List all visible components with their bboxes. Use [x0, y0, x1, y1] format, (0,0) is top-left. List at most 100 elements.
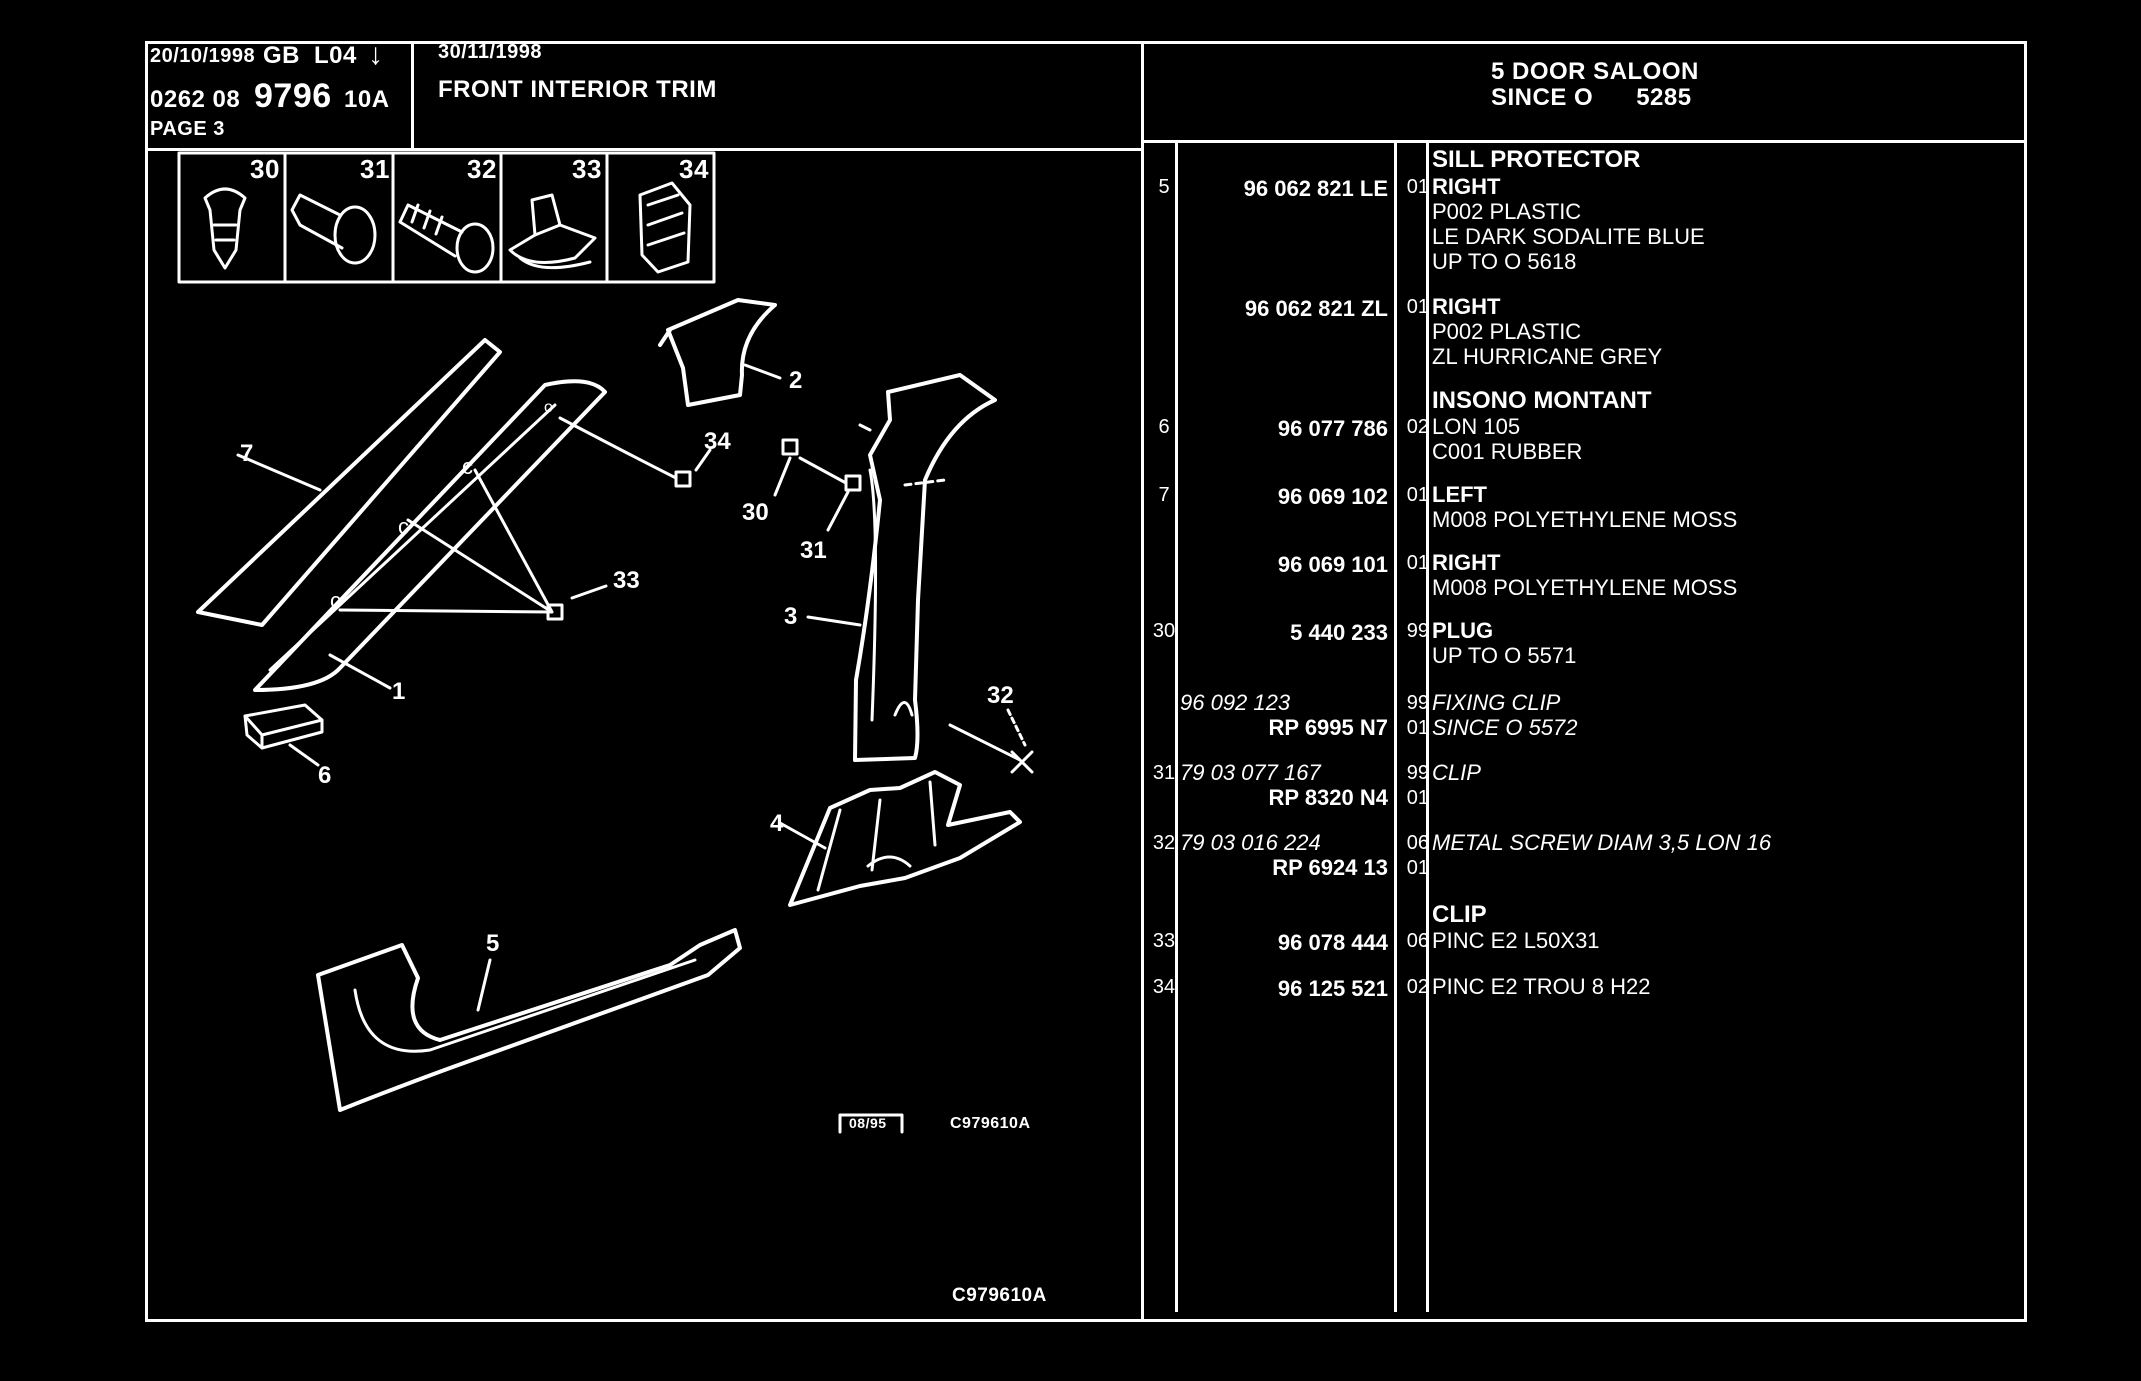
part-ref: 96 062 821 LE: [1243, 176, 1388, 201]
part-qty: 02: [1406, 976, 1429, 998]
part-qty: 01: [1406, 857, 1429, 879]
svg-text:c: c: [462, 454, 473, 479]
part-ref-old: 96 092 123: [1180, 690, 1291, 715]
part-qty: 02: [1406, 416, 1429, 438]
part-3-outline: [853, 373, 997, 762]
desc-line: M008 POLYETHYLENE MOSS: [1432, 575, 1738, 600]
callout-label: 7: [240, 440, 254, 467]
desc-line: LON 105: [1432, 414, 1521, 439]
section-title: CLIP: [1432, 901, 1487, 928]
svg-text:c: c: [330, 588, 341, 613]
section-title: INSONO MONTANT: [1432, 387, 1652, 414]
desc-line: RIGHT: [1432, 550, 1501, 575]
part-7-outline: [196, 338, 502, 627]
header-code: L04: [314, 42, 357, 69]
desc-line: UP TO O 5618: [1432, 249, 1577, 274]
part-index: 5: [1158, 176, 1170, 198]
part-ref: RP 6924 13: [1272, 855, 1388, 880]
screw-icon: [398, 203, 495, 274]
callout-label: 34: [704, 428, 731, 455]
svg-text:o: o: [544, 399, 553, 416]
part-ref: 96 077 786: [1277, 416, 1388, 441]
part-index: 33: [1152, 930, 1176, 952]
header-split: [411, 41, 414, 148]
header-lang: GB: [263, 42, 300, 69]
clip-icon: [508, 193, 597, 270]
model-line1: 5 DOOR SALOON: [1491, 58, 1699, 85]
callout-label: 1: [392, 678, 406, 705]
part-ref: RP 6995 N7: [1268, 715, 1388, 740]
model-line2: SINCE O 5285: [1491, 84, 1692, 111]
col-rule-3: [1426, 140, 1429, 1312]
part-index: 30: [1152, 620, 1176, 642]
section-heading: INSONO MONTANT: [1432, 388, 1652, 413]
part-desc: LON 105 C001 RUBBER: [1432, 414, 1582, 464]
header-ref-main: 9796: [254, 77, 332, 115]
stamp-date: 08/95: [849, 1115, 887, 1131]
fixing-clip-icon: [290, 193, 377, 265]
page-frame: [145, 41, 2027, 1322]
header-ref-suffix: 10A: [344, 86, 390, 113]
fastener-grid: [177, 151, 716, 284]
desc-line: PLUG: [1432, 618, 1494, 643]
desc-line: RIGHT: [1432, 294, 1501, 319]
desc-line: SINCE O 5572: [1432, 715, 1578, 740]
part-ref: 96 078 444: [1277, 930, 1388, 955]
part-2-outline: [658, 298, 777, 407]
fastener-label: 34: [679, 154, 709, 184]
callout-label: 3: [784, 603, 798, 630]
part-qty: 99: [1406, 620, 1429, 642]
desc-line: LEFT: [1432, 482, 1487, 507]
part-ref-old: 79 03 016 224: [1180, 830, 1321, 855]
part-ref-old: 79 03 077 167: [1180, 760, 1321, 785]
page-title: FRONT INTERIOR TRIM: [438, 76, 717, 103]
header-ref-prefix: 0262 08: [150, 86, 241, 113]
header-date1: 20/10/1998: [150, 45, 256, 67]
desc-line: PINC E2 L50X31: [1432, 928, 1600, 953]
drawing-code-small: C979610A: [950, 1115, 1031, 1132]
part-desc: RIGHT P002 PLASTIC LE DARK SODALITE BLUE…: [1432, 174, 1705, 274]
desc-line: RIGHT: [1432, 174, 1501, 199]
callout-label: 4: [770, 810, 784, 837]
part-desc: PINC E2 L50X31: [1432, 928, 1600, 953]
part-qty-old: 99: [1406, 692, 1429, 714]
part-index: 31: [1152, 762, 1176, 784]
callout-label: 5: [486, 930, 500, 957]
callout-label: 30: [742, 499, 769, 526]
arrow-down-icon: ↓: [368, 38, 384, 71]
part-1-outline: [253, 379, 607, 692]
desc-line: PINC E2 TROU 8 H22: [1432, 974, 1651, 999]
part-index: 6: [1158, 416, 1170, 438]
part-qty: 01: [1406, 484, 1429, 506]
section-title: SILL PROTECTOR: [1432, 146, 1641, 173]
part-4-outline: [788, 770, 1022, 907]
part-qty: 01: [1406, 717, 1429, 739]
part-desc: METAL SCREW DIAM 3,5 LON 16: [1432, 830, 1771, 855]
desc-line: UP TO O 5571: [1432, 643, 1577, 668]
part-desc: RIGHT M008 POLYETHYLENE MOSS: [1432, 550, 1737, 600]
callout-label: 33: [613, 567, 640, 594]
header-divider-right: [1141, 140, 2027, 143]
callout-label: 6: [318, 762, 332, 789]
center-divider: [1141, 41, 1144, 1322]
section-heading: CLIP: [1432, 902, 1487, 927]
fastener-label: 30: [250, 154, 280, 184]
part-desc: PLUG UP TO O 5571: [1432, 618, 1576, 668]
part-desc: RIGHT P002 PLASTIC ZL HURRICANE GREY: [1432, 294, 1662, 369]
part-qty-old: 99: [1406, 762, 1429, 784]
fastener-label: 31: [360, 154, 390, 184]
header-divider-left: [145, 148, 1141, 151]
desc-line: C001 RUBBER: [1432, 439, 1583, 464]
callout-label: 32: [987, 682, 1014, 709]
desc-line: P002 PLASTIC: [1432, 319, 1582, 344]
desc-line: FIXING CLIP: [1432, 690, 1561, 715]
callout-label: 31: [800, 537, 827, 564]
col-rule-1: [1175, 140, 1178, 1312]
desc-line: P002 PLASTIC: [1432, 199, 1582, 224]
part-index: 34: [1152, 976, 1176, 998]
part-qty: 01: [1406, 552, 1429, 574]
part-qty: 01: [1406, 296, 1429, 318]
part-ref: RP 8320 N4: [1268, 785, 1388, 810]
desc-line: LE DARK SODALITE BLUE: [1432, 224, 1705, 249]
